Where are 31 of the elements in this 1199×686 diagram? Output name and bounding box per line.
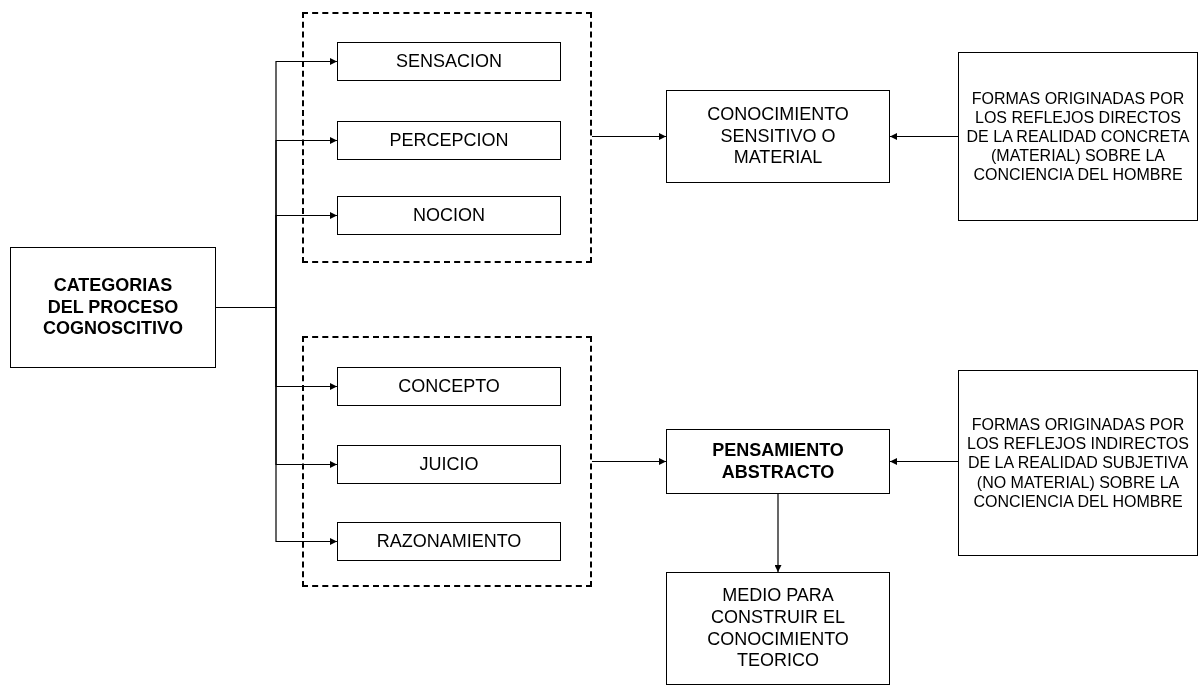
arrow <box>774 493 782 573</box>
arrow <box>591 458 667 465</box>
process-box <box>666 90 890 183</box>
process-box <box>958 52 1198 221</box>
box-label: CONOCIMIENTO SENSITIVO O MATERIAL <box>706 104 850 169</box>
process-box <box>958 370 1198 556</box>
arrow <box>591 133 667 140</box>
box-label: NOCION <box>413 204 485 227</box>
process-box <box>337 522 561 561</box>
box-label: FORMAS ORIGINADAS POR LOS REFLEJOS INDIRECTOS DE LA REALIDAD SUBJETIVA (NO MATERIAL) SOBRE LA CONCIENCIA DEL HOMBRE <box>966 415 1190 511</box>
box-label: JUICIO <box>419 453 479 476</box>
process-box <box>337 445 561 484</box>
arrow <box>889 133 959 140</box>
box-label: MEDIO PARA CONSTRUIR EL CONOCIMIENTO TEORICO <box>706 585 850 672</box>
dashed-group-box <box>302 336 592 587</box>
box-label: RAZONAMIENTO <box>376 530 522 553</box>
process-box <box>337 196 561 235</box>
process-box <box>10 247 216 368</box>
process-box <box>666 429 890 494</box>
process-box <box>337 121 561 160</box>
process-box <box>337 367 561 406</box>
box-label: FORMAS ORIGINADAS POR LOS REFLEJOS DIRECTOS DE LA REALIDAD CONCRETA (MATERIAL) SOBRE LA CONCIENCIA DEL HOMBRE <box>965 88 1191 185</box>
box-label: PERCEPCION <box>389 129 509 152</box>
process-box <box>666 572 890 685</box>
box-label: CONCEPTO <box>398 375 500 398</box>
arrow <box>889 458 959 465</box>
box-label: PENSAMIENTO ABSTRACTO <box>711 439 845 484</box>
dashed-group-box <box>302 12 592 263</box>
process-box <box>337 42 561 81</box>
box-label: CATEGORIAS DEL PROCESO COGNOSCITIVO <box>42 275 184 340</box>
box-label: SENSACION <box>396 50 502 73</box>
